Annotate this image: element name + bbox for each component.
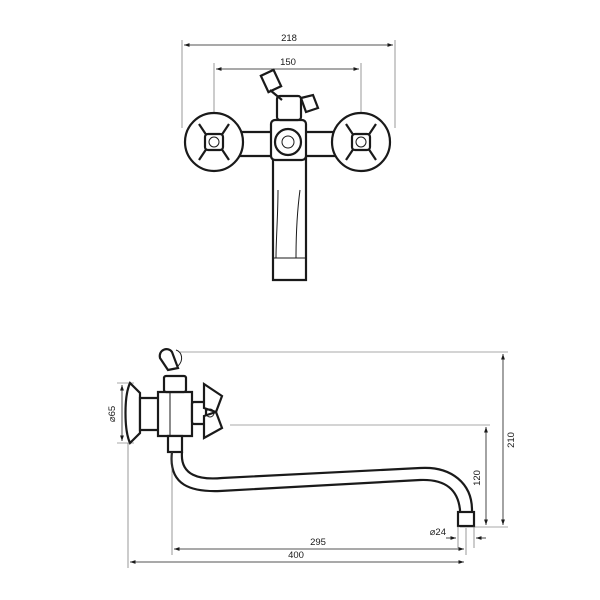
spout-outlet	[456, 510, 476, 528]
diverter	[259, 68, 320, 162]
total-height-label: 210	[506, 432, 517, 448]
side-handle	[190, 381, 224, 440]
dimension-overall-length: 400	[127, 443, 464, 568]
dimension-overall-width: 218	[181, 33, 396, 128]
right-handle	[330, 111, 392, 173]
center-spacing-label: 150	[280, 57, 296, 68]
flange-diameter-label: ⌀65	[107, 406, 118, 422]
wall-flange	[124, 381, 142, 445]
spout-height-label: 120	[472, 470, 483, 486]
left-handle	[183, 111, 245, 173]
spout-reach-label: 295	[310, 537, 326, 548]
dimension-spout-reach: 295	[171, 452, 467, 555]
side-view: 210 120 ⌀65	[107, 348, 517, 568]
dimension-center-spacing: 150	[213, 57, 362, 120]
overall-width-label: 218	[281, 33, 297, 44]
outlet-diameter-label: ⌀24	[430, 527, 446, 538]
overall-length-label: 400	[288, 550, 304, 561]
side-body-main	[156, 390, 194, 438]
dimension-total-height: 210	[180, 351, 517, 528]
front-view: 218 150	[181, 33, 396, 282]
shower-holder	[158, 348, 180, 372]
dimension-outlet-diameter: ⌀24	[430, 526, 486, 548]
dimension-spout-height: 120	[230, 424, 490, 525]
side-spout	[170, 451, 462, 520]
front-spout	[271, 156, 308, 282]
